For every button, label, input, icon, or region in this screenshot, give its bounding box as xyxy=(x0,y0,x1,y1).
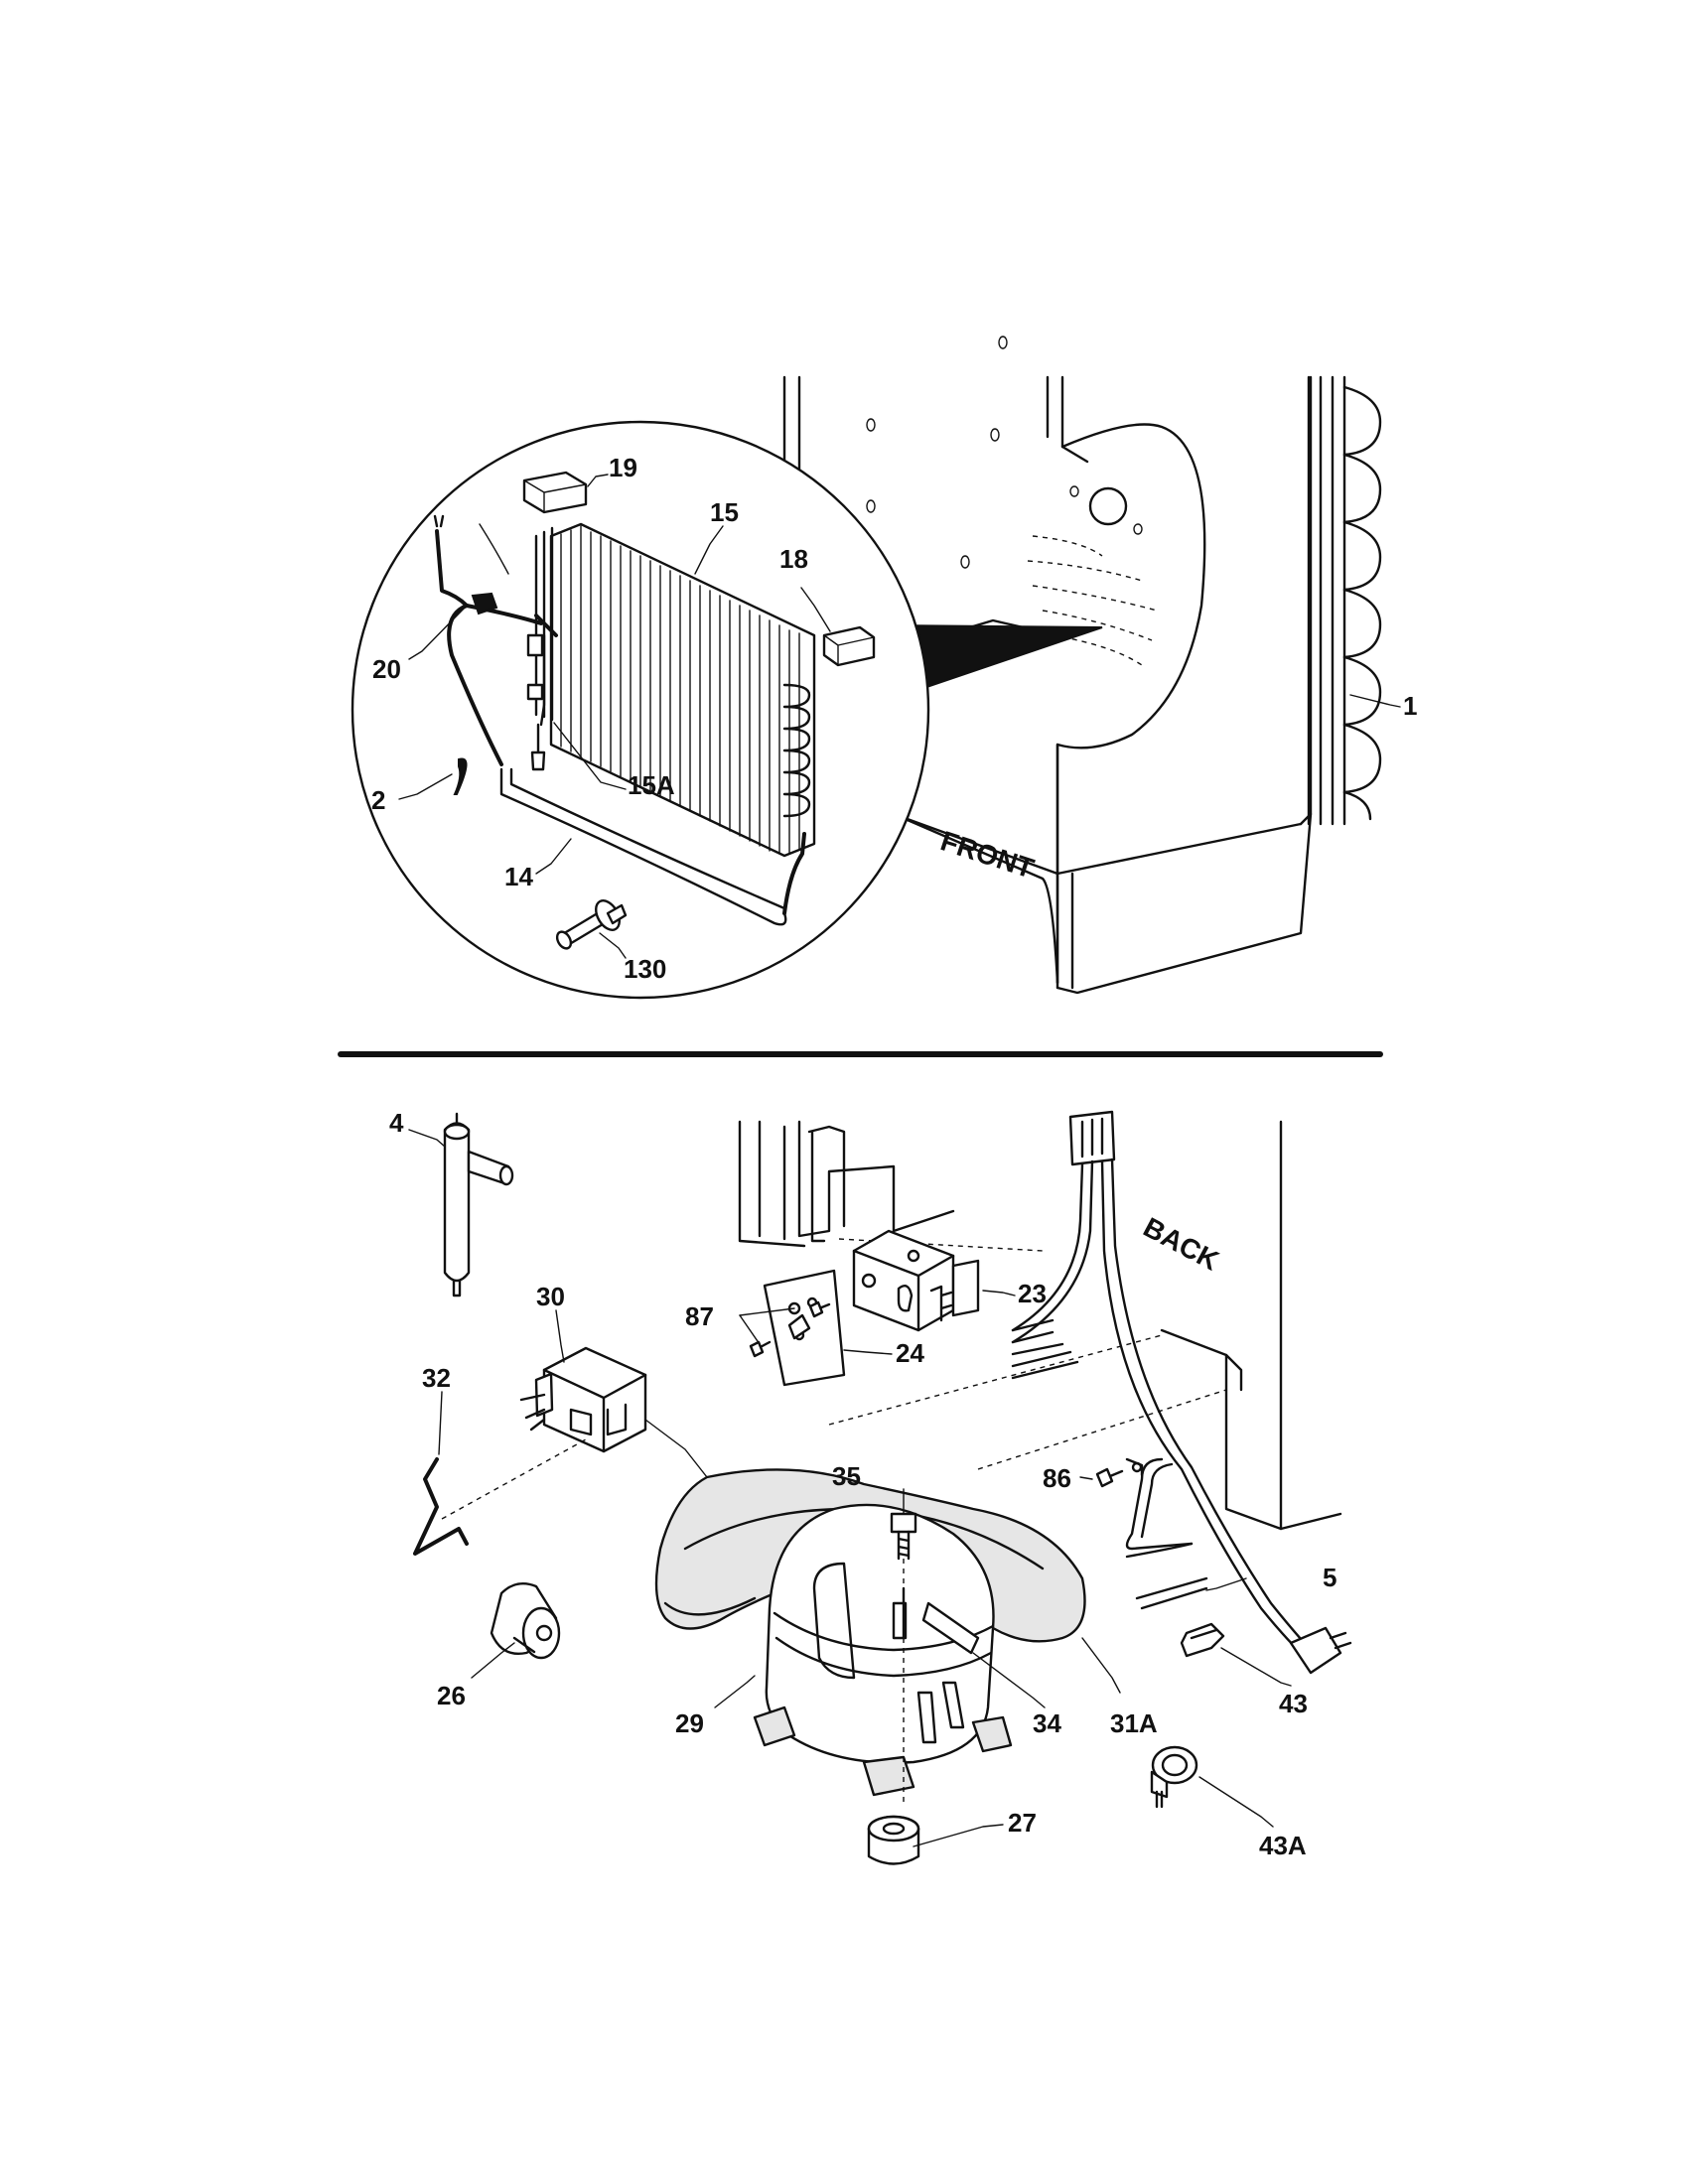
callout-43: 43 xyxy=(1279,1689,1308,1718)
top-leaders xyxy=(398,474,1401,959)
callout-31a: 31A xyxy=(1110,1708,1158,1738)
grommet-27 xyxy=(867,1815,920,1865)
screw-35 xyxy=(890,1512,917,1807)
callout-4: 4 xyxy=(389,1108,404,1138)
callout-20: 20 xyxy=(372,654,401,684)
callout-5: 5 xyxy=(1323,1563,1336,1592)
callout-35: 35 xyxy=(832,1461,861,1491)
callout-34: 34 xyxy=(1033,1708,1061,1738)
bottom-leaders xyxy=(408,1129,1292,1847)
back-label: BACK xyxy=(1139,1211,1224,1276)
wire-32 xyxy=(413,1457,469,1556)
callout-19: 19 xyxy=(609,453,637,482)
condenser-coil xyxy=(1307,375,1382,826)
wiring-harness xyxy=(1011,1110,1352,1675)
callout-43a: 43A xyxy=(1259,1831,1307,1860)
callout-18: 18 xyxy=(779,544,808,574)
front-label: FRONT xyxy=(937,825,1038,884)
evaporator-fins xyxy=(526,522,816,858)
defrost-timer-23 xyxy=(852,1229,980,1332)
callout-130: 130 xyxy=(624,954,666,984)
screw-86 xyxy=(1095,1457,1144,1488)
callout-2: 2 xyxy=(371,785,385,815)
part-18-block xyxy=(822,625,876,667)
cabinet-top-view xyxy=(782,336,1313,995)
callout-87: 87 xyxy=(685,1301,714,1331)
callout-27: 27 xyxy=(1008,1808,1037,1838)
thermostat-20 xyxy=(471,592,498,615)
bracket-24 xyxy=(763,1269,846,1387)
clamp-43a xyxy=(1150,1745,1198,1809)
callout-86: 86 xyxy=(1043,1463,1071,1493)
callout-30: 30 xyxy=(536,1282,565,1311)
compressor-29 xyxy=(753,1503,1013,1797)
callout-32: 32 xyxy=(422,1363,451,1393)
clip-43 xyxy=(1180,1622,1225,1658)
clip-2 xyxy=(453,757,468,795)
callout-29: 29 xyxy=(675,1708,704,1738)
screws-87 xyxy=(749,1300,831,1358)
callout-26: 26 xyxy=(437,1681,466,1710)
filter-drier-4 xyxy=(443,1112,514,1297)
evaporator-inset xyxy=(351,420,930,1000)
callout-15a: 15A xyxy=(628,770,675,800)
grommet-26 xyxy=(490,1582,561,1660)
callout-14: 14 xyxy=(504,862,533,891)
callout-23: 23 xyxy=(1018,1279,1047,1308)
callout-24: 24 xyxy=(896,1338,924,1368)
fitting-130 xyxy=(555,899,628,950)
relay-30 xyxy=(519,1346,647,1453)
callout-1: 1 xyxy=(1403,691,1417,721)
callout-15: 15 xyxy=(710,497,739,527)
part-19-block xyxy=(522,471,588,514)
